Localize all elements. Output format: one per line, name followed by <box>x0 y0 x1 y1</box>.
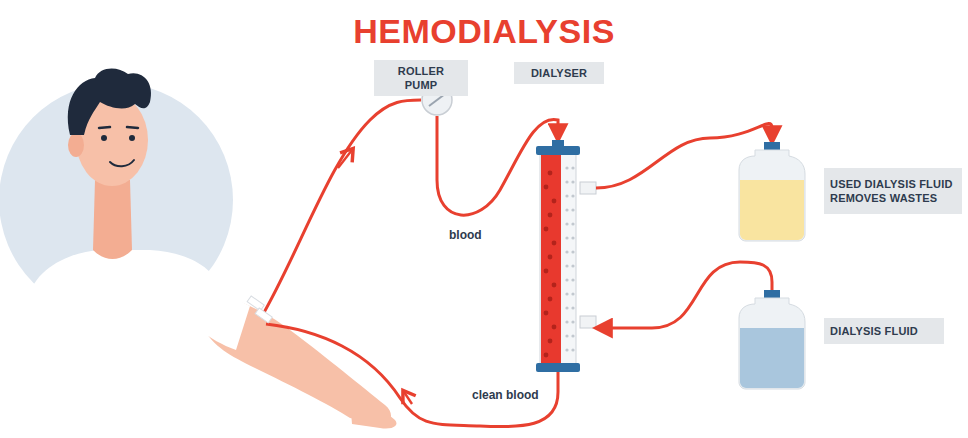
flow-arrow <box>338 150 352 168</box>
flow-arrow <box>404 392 412 404</box>
blood-tube-out <box>262 100 421 316</box>
flow-label: clean blood <box>470 388 541 402</box>
dialyser: DIALYSER <box>536 146 580 372</box>
hand <box>350 400 397 429</box>
ear <box>68 133 84 157</box>
diagram-title: HEMODIALYSIS <box>0 12 968 51</box>
cannula-tape <box>255 308 272 323</box>
hair <box>68 68 151 135</box>
flow-label: blood <box>447 228 484 242</box>
dialyser-port <box>580 182 596 194</box>
eye <box>101 135 107 141</box>
dialyser-port <box>580 316 596 328</box>
dialysis-fluid-jug: DIALYSIS FLUID <box>737 290 807 390</box>
part-label: USED DIALYSIS FLUID REMOVES WASTES <box>824 168 962 214</box>
neck <box>93 180 132 259</box>
cannula-tape <box>247 296 264 311</box>
part-label: ROLLER PUMP <box>374 60 468 96</box>
used-fluid-jug: USED DIALYSIS FLUID REMOVES WASTES <box>737 142 807 242</box>
roller-pump: ROLLER PUMP <box>421 84 453 116</box>
smile <box>110 160 134 166</box>
blood-tube-return <box>266 324 558 427</box>
dialyser-cartridge <box>536 146 580 372</box>
part-label: DIALYSIS FLUID <box>824 318 944 344</box>
eyebrows <box>99 127 138 128</box>
fluid-jug <box>737 290 807 390</box>
shirt <box>20 250 236 438</box>
eye <box>129 135 135 141</box>
fluid-jug <box>737 142 807 242</box>
part-label: DIALYSER <box>514 62 604 84</box>
sleeve <box>200 282 250 350</box>
